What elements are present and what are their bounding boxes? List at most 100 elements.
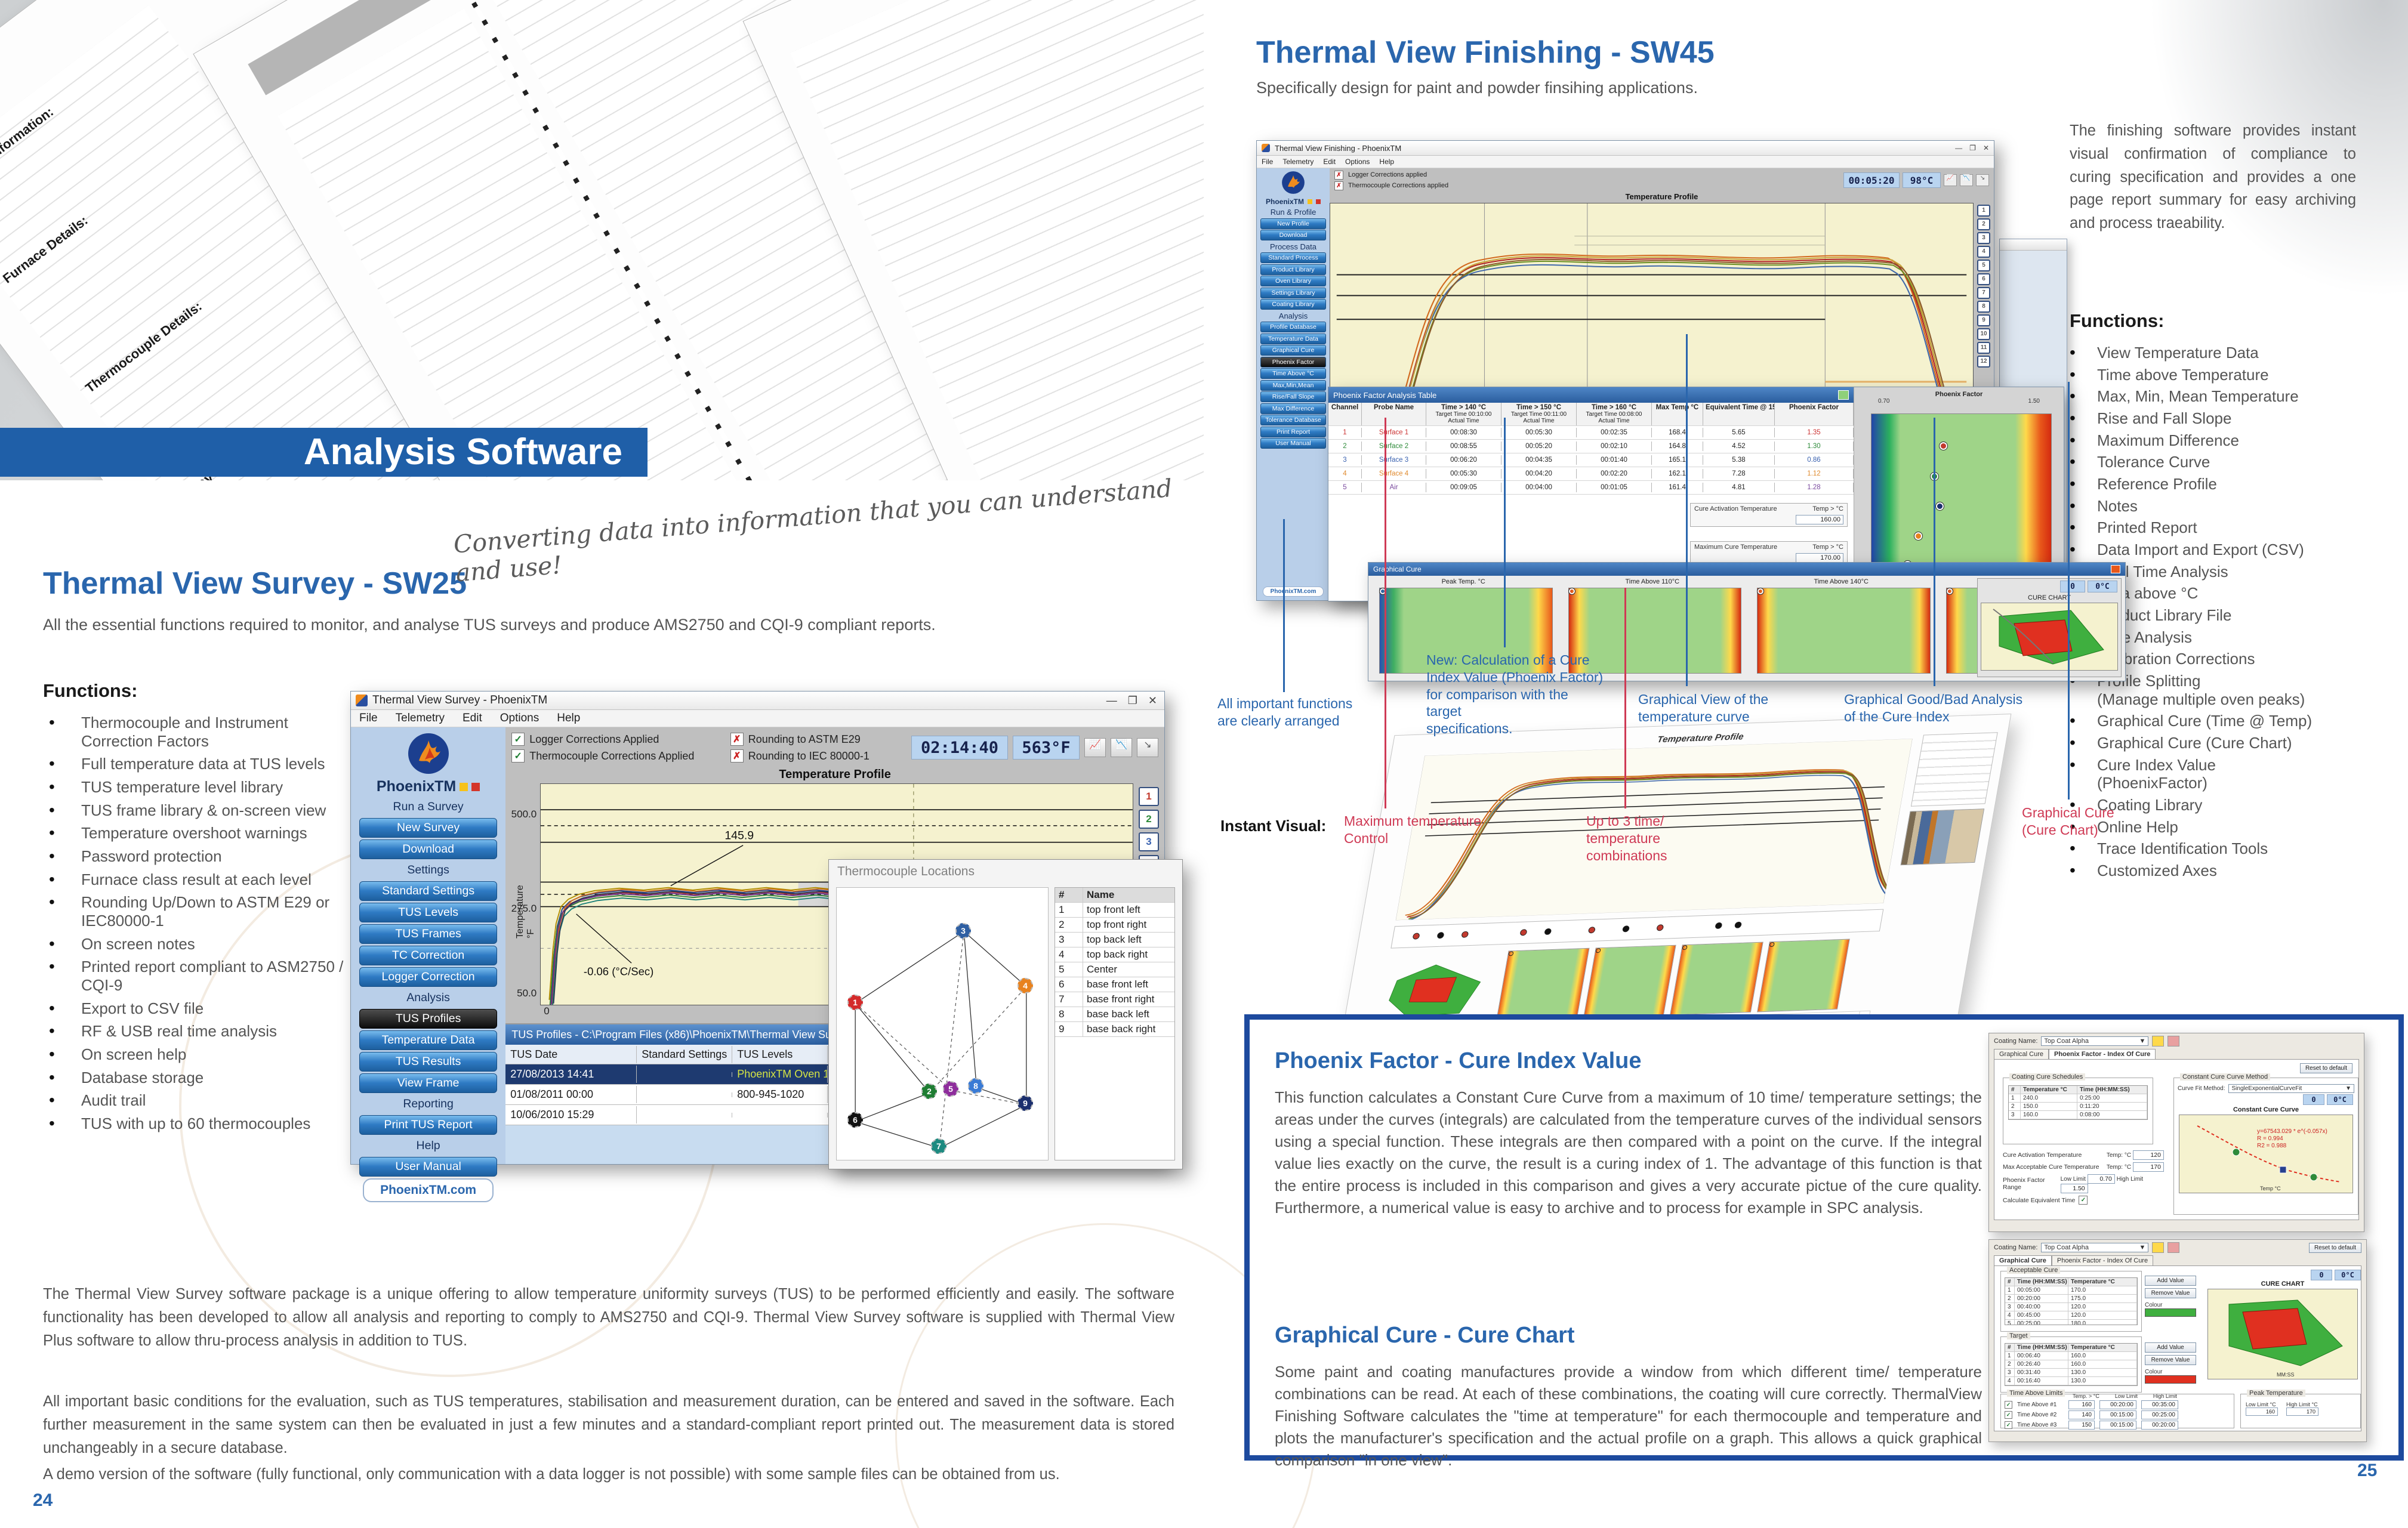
cure-activation-input[interactable]: 120: [2133, 1150, 2164, 1160]
menu-item[interactable]: Options: [1345, 158, 1370, 166]
expand-icon[interactable]: [1838, 390, 1849, 400]
checkbox-box[interactable]: ✗: [730, 733, 744, 746]
close-icon[interactable]: [2111, 565, 2120, 573]
pf-table-row[interactable]: 5 Air 00:09:05 00:04:00 00:01:05 161.4 4…: [1328, 481, 1854, 495]
tc-table-row[interactable]: 4 top back right: [1055, 947, 1174, 962]
sidebar-item[interactable]: Profile Database: [1260, 322, 1326, 332]
tc-node[interactable]: 8: [968, 1078, 983, 1094]
checkbox-box[interactable]: ✗: [730, 749, 744, 763]
sidebar-item[interactable]: Help: [416, 1139, 440, 1152]
sidebar-item[interactable]: Standard Process: [1260, 252, 1326, 263]
sidebar-item[interactable]: Download: [1260, 230, 1326, 240]
delete-icon[interactable]: [2167, 1036, 2180, 1047]
maximize-icon[interactable]: ❐: [1969, 144, 1976, 152]
new-icon[interactable]: [2152, 1242, 2165, 1253]
sidebar-item[interactable]: Logger Correction: [359, 967, 498, 987]
sidebar-item[interactable]: Oven Library: [1260, 276, 1326, 286]
tc-table-row[interactable]: 8 base back left: [1055, 1007, 1174, 1022]
remove-value-button[interactable]: Remove Value: [2145, 1288, 2196, 1298]
sidebar-item[interactable]: Analysis: [1278, 311, 1308, 320]
time-above-checkbox[interactable]: ✓: [2005, 1421, 2012, 1429]
close-icon[interactable]: ✕: [1982, 144, 1989, 152]
sidebar-item[interactable]: TUS Levels: [359, 903, 498, 922]
checkbox[interactable]: ✗ Rounding to IEC 80000-1: [730, 749, 906, 763]
checkbox-box[interactable]: ✓: [511, 733, 525, 746]
tc-node[interactable]: 2: [921, 1084, 937, 1099]
tc-node[interactable]: 1: [847, 995, 863, 1010]
channel-button[interactable]: 3: [1139, 832, 1159, 851]
channel-button[interactable]: 1: [1139, 787, 1159, 806]
sidebar-item[interactable]: Process Data: [1269, 242, 1317, 251]
maximize-icon[interactable]: ❐: [1127, 694, 1137, 706]
pf-table-row[interactable]: 3 Surface 3 00:06:20 00:04:35 00:01:40 1…: [1328, 453, 1854, 467]
colour-swatch-green[interactable]: [2145, 1308, 2196, 1317]
sidebar-item[interactable]: Temperature Data: [359, 1030, 498, 1050]
temp-input[interactable]: 150: [2068, 1421, 2095, 1430]
sidebar-item[interactable]: Time Above °C: [1260, 368, 1326, 379]
temp-input[interactable]: 160: [2068, 1400, 2095, 1409]
temp-input[interactable]: 140: [2068, 1410, 2095, 1419]
sidebar-item[interactable]: Settings Library: [1260, 287, 1326, 298]
menu-item[interactable]: Help: [1379, 158, 1395, 166]
sidebar-item[interactable]: TUS Results: [359, 1052, 498, 1072]
sidebar-item[interactable]: View Frame: [359, 1073, 498, 1093]
menu-item[interactable]: File: [359, 712, 378, 724]
zoom-peak-icon[interactable]: 📈: [1944, 174, 1957, 186]
pf-table-row[interactable]: 2 Surface 2 00:08:55 00:05:20 00:02:10 1…: [1328, 440, 1854, 453]
channel-button[interactable]: 2: [1139, 810, 1159, 829]
sidebar-item[interactable]: Analysis: [406, 991, 450, 1004]
zoom-dip-icon[interactable]: 📉: [1960, 174, 1973, 186]
menu-item[interactable]: Telemetry: [1282, 158, 1314, 166]
sidebar-item[interactable]: Max,Min,Mean: [1260, 379, 1326, 391]
menu-item[interactable]: Options: [500, 712, 539, 724]
reset-default-button[interactable]: Reset to default: [2299, 1063, 2352, 1073]
peak-high-input[interactable]: 170: [2286, 1407, 2318, 1416]
minimize-icon[interactable]: —: [1106, 694, 1117, 706]
new-icon[interactable]: [2152, 1036, 2165, 1047]
checkbox[interactable]: ✓ Thermocouple Corrections Applied: [511, 749, 730, 763]
checkbox[interactable]: ✗ Logger Corrections applied: [1334, 170, 1448, 180]
checkbox[interactable]: ✗ Thermocouple Corrections applied: [1334, 181, 1448, 190]
max-cure-input[interactable]: 170: [2133, 1162, 2164, 1172]
tc-node[interactable]: 6: [847, 1112, 863, 1128]
low-limit-input[interactable]: 00:15:00: [2099, 1410, 2136, 1419]
coating-name-select[interactable]: Top Coat Alpha▼: [2041, 1036, 2149, 1046]
pan-icon[interactable]: ↘: [1976, 174, 1989, 186]
dialog-tab[interactable]: Phoenix Factor - Index Of Cure: [2048, 1049, 2156, 1059]
menu-item[interactable]: Edit: [1323, 158, 1336, 166]
checkbox[interactable]: ✗ Rounding to ASTM E29: [730, 733, 906, 746]
zoom-peak-icon[interactable]: 📈: [1084, 738, 1106, 757]
sidebar-item[interactable]: User Manual: [1260, 438, 1326, 449]
delete-icon[interactable]: [2167, 1242, 2180, 1253]
add-value-button[interactable]: Add Value: [2145, 1342, 2196, 1353]
sidebar-item[interactable]: Reporting: [403, 1097, 454, 1110]
sidebar-item[interactable]: Graphical Cure: [1260, 345, 1326, 356]
menu-item[interactable]: Edit: [462, 712, 482, 724]
site-link[interactable]: PhoenixTM.com: [1263, 586, 1324, 597]
sidebar-item[interactable]: Print TUS Report: [359, 1115, 498, 1135]
remove-value-button[interactable]: Remove Value: [2145, 1355, 2196, 1365]
pf-high-input[interactable]: 1.50: [2060, 1184, 2088, 1193]
sidebar-item[interactable]: New Survey: [359, 818, 498, 838]
menu-item[interactable]: Help: [557, 712, 581, 724]
pan-icon[interactable]: ↘: [1137, 738, 1158, 757]
tc-table-row[interactable]: 9 base back right: [1055, 1022, 1174, 1037]
tc-table-row[interactable]: 3 top back left: [1055, 933, 1174, 947]
sidebar-item[interactable]: Tolerance Database: [1260, 415, 1326, 425]
menu-item[interactable]: File: [1262, 158, 1274, 166]
minimize-icon[interactable]: —: [1955, 144, 1963, 152]
sidebar-item[interactable]: Phoenix Factor: [1260, 356, 1326, 368]
sidebar-item[interactable]: Standard Settings: [359, 881, 498, 901]
zoom-dip-icon[interactable]: 📉: [1111, 738, 1132, 757]
reset-default-button[interactable]: Reset to default: [2308, 1242, 2361, 1253]
sidebar-item[interactable]: User Manual: [359, 1157, 498, 1177]
